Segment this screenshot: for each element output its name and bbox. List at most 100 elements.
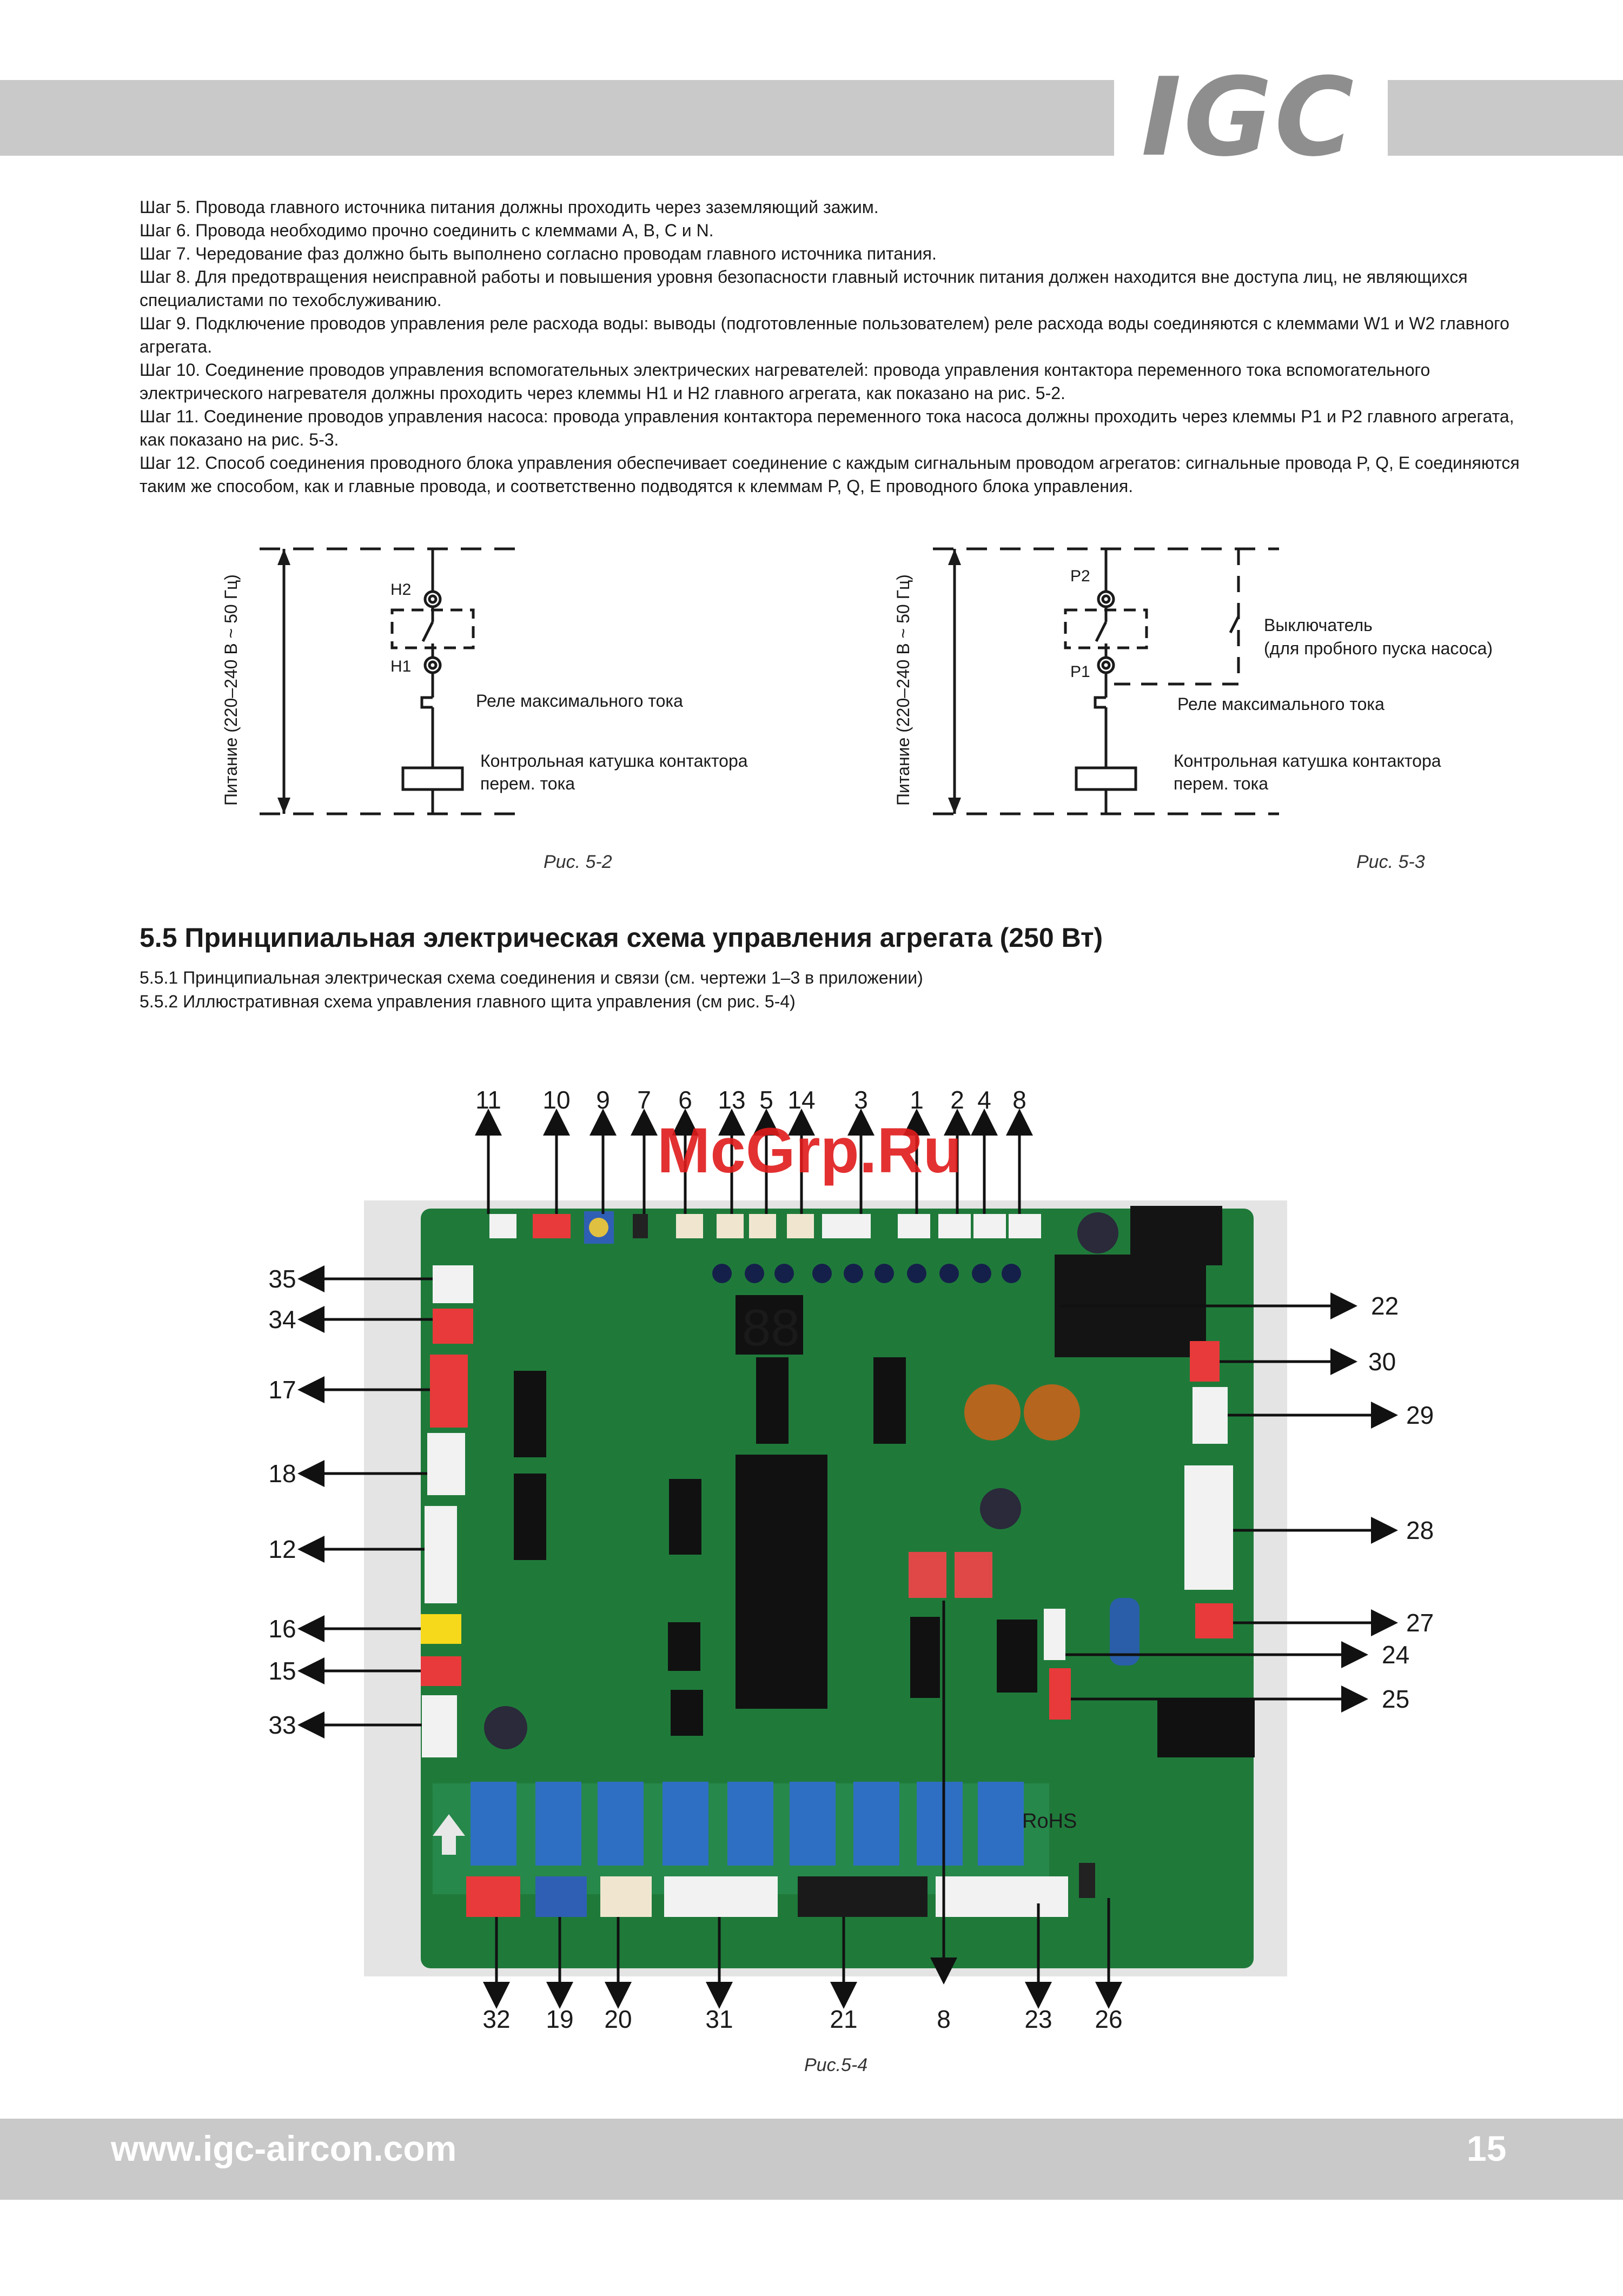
fig52-supply-label: Питание (220–240 В ~ 50 Гц)	[221, 574, 241, 806]
mcu-chip	[736, 1455, 827, 1709]
callout-label: 31	[705, 2005, 733, 2033]
capacitor	[484, 1706, 527, 1749]
ic-chip	[668, 1622, 700, 1671]
callout-label: 16	[268, 1615, 296, 1643]
callout-label: 24	[1382, 1641, 1409, 1669]
page-number: 15	[1467, 2128, 1507, 2168]
callout-label: 17	[268, 1376, 296, 1404]
callout-label: 1	[910, 1086, 924, 1114]
callout-label: 12	[268, 1535, 296, 1563]
fig53-relay-label: Реле максимального тока	[1177, 694, 1384, 714]
display-digits: 88	[742, 1299, 800, 1357]
subsection-5-5-2: 5.5.2 Иллюстративная схема управления гл…	[140, 992, 796, 1011]
callout-label: 26	[1095, 2005, 1122, 2033]
callout-label: 15	[268, 1657, 296, 1685]
callout-label: 30	[1368, 1348, 1396, 1376]
fig53-switch-label-1: Выключатель	[1264, 615, 1373, 635]
header-band-right	[1388, 80, 1623, 156]
fig53-switch-label-2: (для пробного пуска насоса)	[1264, 639, 1493, 658]
callout-label: 29	[1406, 1401, 1434, 1429]
step-7: Шаг 7. Чередование фаз должно быть выпол…	[140, 244, 937, 263]
ic-chip	[514, 1474, 546, 1560]
step-8: Шаг 8. Для предотвращения неисправной ра…	[140, 267, 1468, 310]
capacitor	[1024, 1384, 1080, 1441]
fig53-coil-label-2: перем. тока	[1174, 774, 1268, 793]
step-11: Шаг 11. Соединение проводов управления н…	[140, 407, 1514, 449]
seven-segment-display	[736, 1295, 803, 1355]
fig52-coil-label-1: Контрольная катушка контактора	[480, 751, 748, 771]
fig53-supply-label: Питание (220–240 В ~ 50 Гц)	[893, 574, 913, 806]
step-6: Шаг 6. Провода необходимо прочно соедини…	[140, 221, 714, 240]
igc-logo: IGC	[1141, 55, 1356, 181]
fig52-h2-label: H2	[390, 581, 411, 599]
callout-label: 6	[678, 1086, 692, 1114]
callout-label: 20	[604, 2005, 632, 2033]
step-9: Шаг 9. Подключение проводов управления р…	[140, 314, 1509, 356]
figure-5-4-pcb: 88	[268, 1086, 1434, 2033]
watermark: McGrp.Ru	[657, 1115, 962, 1186]
step-12: Шаг 12. Способ соединения проводного бло…	[140, 453, 1520, 496]
ic-chip	[873, 1357, 906, 1444]
fig53-p1-label: P1	[1070, 663, 1090, 681]
ic-chip	[669, 1479, 701, 1555]
subsection-5-5-1: 5.5.1 Принципиальная электрическая схема…	[140, 968, 923, 987]
callout-label: 19	[546, 2005, 573, 2033]
capacitor	[980, 1488, 1021, 1529]
callout-label: 13	[718, 1086, 745, 1114]
fig54-caption: Рис.5-4	[804, 2055, 868, 2075]
fig52-relay-label: Реле максимального тока	[476, 691, 683, 711]
callout-label: 4	[977, 1086, 991, 1114]
arrow-silkscreen	[433, 1814, 465, 1855]
capacitor	[1077, 1212, 1118, 1253]
callout-label: 5	[759, 1086, 773, 1114]
relay-row	[471, 1782, 1024, 1866]
ic-chip	[756, 1357, 789, 1444]
ic-chip	[997, 1620, 1037, 1693]
callout-label: 33	[268, 1711, 296, 1739]
callout-label: 11	[475, 1086, 501, 1114]
callout-label: 18	[268, 1459, 296, 1488]
fig52-caption: Рис. 5-2	[544, 852, 612, 872]
callout-label: 23	[1024, 2005, 1052, 2033]
figure-5-2: Питание (220–240 В ~ 50 Гц) H2 H1 Реле м…	[221, 547, 748, 815]
callout-label: 22	[1371, 1292, 1399, 1320]
rohs-label: RoHS	[1022, 1810, 1077, 1833]
fig53-p2-label: P2	[1070, 567, 1090, 585]
ic-chip	[671, 1690, 703, 1736]
callout-label: 9	[596, 1086, 610, 1114]
callout-label: 2	[950, 1086, 964, 1114]
transistor-row	[712, 1264, 1021, 1283]
callout-label: 34	[268, 1305, 296, 1333]
footer-website: www.igc-aircon.com	[111, 2128, 457, 2168]
callout-label: 32	[482, 2005, 510, 2033]
fig52-h1-label: H1	[390, 658, 411, 675]
section-title: 5.5 Принципиальная электрическая схема у…	[140, 923, 1103, 953]
callout-label: 8	[1012, 1086, 1026, 1114]
footer-band	[0, 2119, 1623, 2200]
ic-chip	[910, 1617, 940, 1698]
figure-5-3: Питание (220–240 В ~ 50 Гц) P2 P1 Выключ…	[893, 547, 1493, 815]
film-capacitor	[1110, 1598, 1140, 1665]
callout-label: 25	[1382, 1685, 1409, 1713]
callout-label: 8	[937, 2005, 951, 2033]
fig53-coil-label-1: Контрольная катушка контактора	[1174, 751, 1441, 771]
callout-label: 35	[268, 1265, 296, 1293]
header-band-left	[0, 80, 1114, 156]
callout-label: 28	[1406, 1516, 1434, 1544]
step-10: Шаг 10. Соединение проводов управления в…	[140, 360, 1430, 403]
capacitor	[964, 1384, 1021, 1441]
callout-label: 21	[830, 2005, 857, 2033]
callout-label: 27	[1406, 1609, 1434, 1637]
ic-chip	[514, 1371, 546, 1457]
dip-switch	[909, 1552, 946, 1598]
callout-label: 3	[854, 1086, 868, 1114]
transformer	[1157, 1698, 1255, 1757]
fig53-caption: Рис. 5-3	[1356, 852, 1425, 872]
callout-label: 7	[637, 1086, 651, 1114]
callout-label: 10	[542, 1086, 570, 1114]
callout-label: 14	[787, 1086, 815, 1114]
step-5: Шаг 5. Провода главного источника питани…	[140, 197, 879, 217]
fig52-coil-label-2: перем. тока	[480, 774, 575, 793]
dip-switch	[955, 1552, 992, 1598]
steps-text: Шаг 5. Провода главного источника питани…	[140, 196, 1529, 498]
